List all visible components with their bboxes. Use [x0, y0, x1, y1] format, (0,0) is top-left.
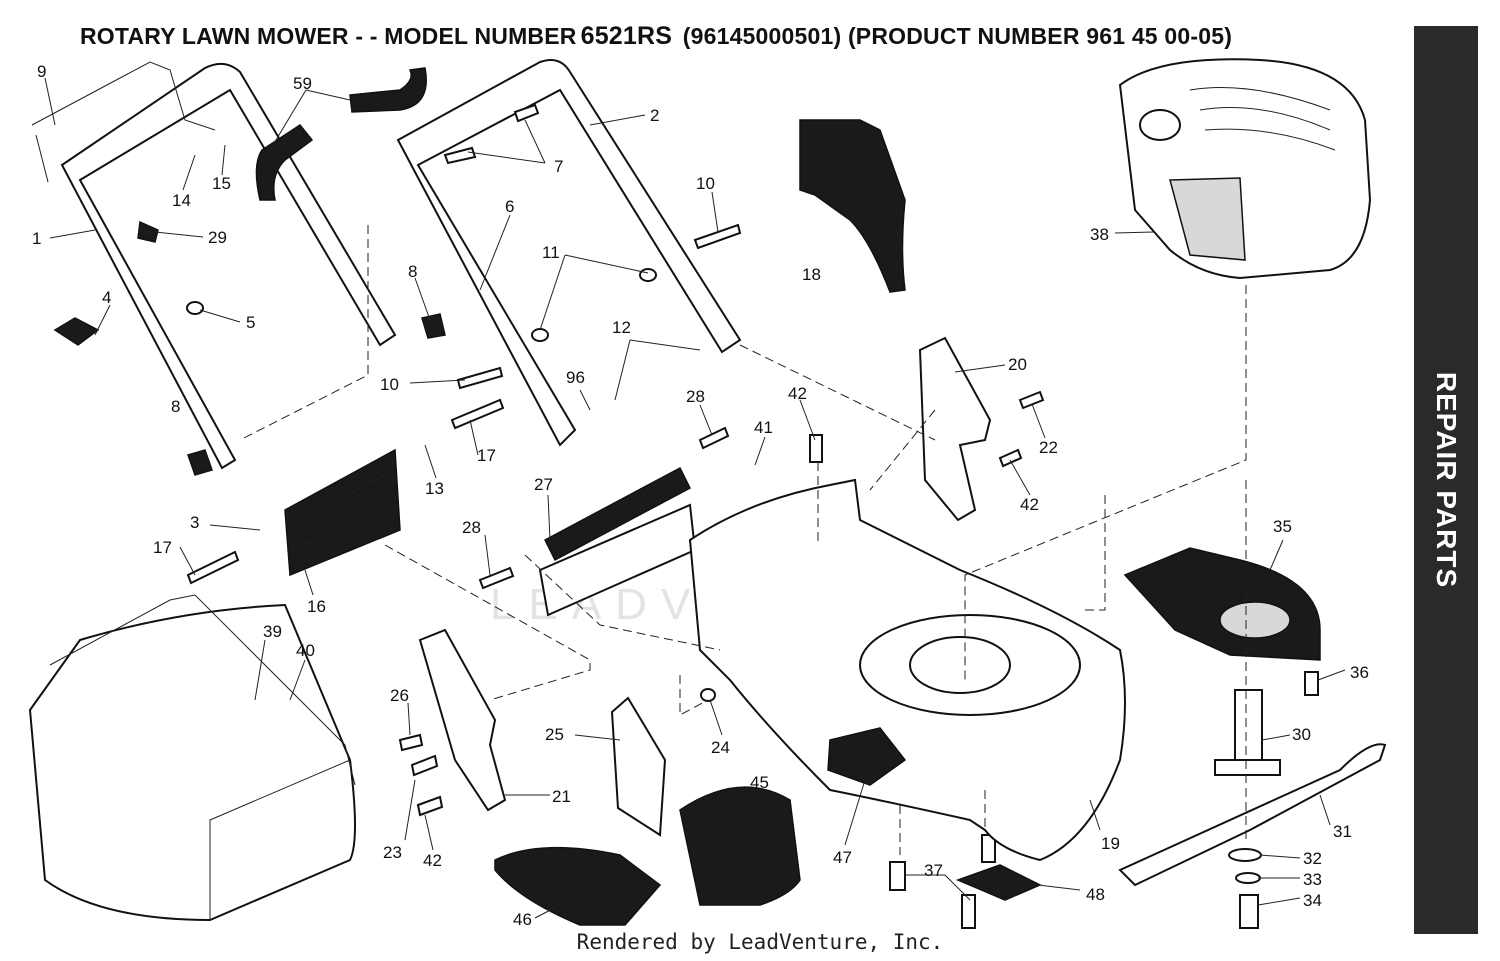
upper-handle-part-2	[396, 59, 742, 447]
label-12: 12	[612, 318, 631, 337]
label-47: 47	[833, 848, 852, 867]
label-29: 29	[208, 228, 227, 247]
label-28-lower: 28	[462, 518, 481, 537]
leader-lines	[44, 77, 1346, 919]
label-13: 13	[425, 479, 444, 498]
title-prefix: ROTARY LAWN MOWER - - MODEL NUMBER	[80, 23, 577, 49]
label-34: 34	[1303, 891, 1322, 910]
label-10-upper: 10	[696, 174, 715, 193]
label-59: 59	[293, 74, 312, 93]
label-32: 32	[1303, 849, 1322, 868]
label-40: 40	[296, 641, 315, 660]
control-bar-part-9	[31, 61, 216, 183]
model-number: 6521RS	[580, 22, 673, 50]
mower-deck-part-19	[688, 478, 1126, 862]
height-bracket-part-20	[918, 336, 992, 522]
lower-handle-part-1	[60, 62, 397, 470]
label-42-right: 42	[1020, 495, 1039, 514]
hinge-rod-part-27	[538, 466, 697, 617]
label-42-lower: 42	[423, 851, 442, 870]
rear-door-part-16	[284, 448, 401, 577]
part-labels: 9 59 2 7 14 15 1 29 6 10 18 38 11 4 5 8 …	[32, 62, 1369, 929]
label-25: 25	[545, 725, 564, 744]
label-96: 96	[566, 368, 585, 387]
blade-part-31	[1118, 743, 1387, 887]
mulch-plug-part-18	[799, 119, 906, 293]
label-36: 36	[1350, 663, 1369, 682]
parts-diagram: 9 59 2 7 14 15 1 29 6 10 18 38 11 4 5 8 …	[28, 58, 1387, 929]
label-23: 23	[383, 843, 402, 862]
label-3: 3	[190, 513, 199, 532]
label-14: 14	[172, 191, 191, 210]
adapter-part-30	[1214, 689, 1281, 776]
blade-adapter-part-35	[1123, 547, 1321, 661]
label-45: 45	[750, 773, 769, 792]
engine-part-38	[1118, 58, 1372, 280]
grass-bag-part-40	[28, 594, 356, 922]
label-28-upper: 28	[686, 387, 705, 406]
label-26: 26	[390, 686, 409, 705]
label-31: 31	[1333, 822, 1352, 841]
label-37: 37	[924, 861, 943, 880]
label-8-upper: 8	[408, 262, 417, 281]
label-16: 16	[307, 597, 326, 616]
footer-credit: Rendered by LeadVenture, Inc.	[576, 930, 944, 954]
label-24: 24	[711, 738, 730, 757]
label-20: 20	[1008, 355, 1027, 374]
label-30: 30	[1292, 725, 1311, 744]
label-1: 1	[32, 229, 41, 248]
label-7: 7	[554, 157, 563, 176]
label-33: 33	[1303, 870, 1322, 889]
height-bracket-part-21	[418, 628, 507, 812]
label-8-lower: 8	[171, 397, 180, 416]
label-46: 46	[513, 910, 532, 929]
label-6: 6	[505, 197, 514, 216]
label-21: 21	[552, 787, 571, 806]
label-2: 2	[650, 106, 659, 125]
label-42-upper: 42	[788, 384, 807, 403]
label-4: 4	[102, 288, 111, 307]
chute-part-46	[494, 846, 662, 926]
label-15: 15	[212, 174, 231, 193]
label-48: 48	[1086, 885, 1105, 904]
label-5: 5	[246, 313, 255, 332]
knobs	[53, 220, 446, 476]
label-35: 35	[1273, 517, 1292, 536]
cable-part-59	[255, 67, 427, 201]
repair-parts-text: REPAIR PARTS	[1431, 371, 1462, 589]
label-17-upper: 17	[477, 446, 496, 465]
label-10-lower: 10	[380, 375, 399, 394]
label-17-lower: 17	[153, 538, 172, 557]
label-41: 41	[754, 418, 773, 437]
label-19: 19	[1101, 834, 1120, 853]
label-18: 18	[802, 265, 821, 284]
title-suffix: (96145000501) (PRODUCT NUMBER 961 45 00-…	[682, 23, 1233, 49]
repair-parts-banner: REPAIR PARTS	[1414, 26, 1478, 934]
label-27: 27	[534, 475, 553, 494]
label-38: 38	[1090, 225, 1109, 244]
label-39: 39	[263, 622, 282, 641]
label-9: 9	[37, 62, 46, 81]
bolts	[186, 103, 1319, 929]
discharge-chute-part-25	[610, 696, 667, 837]
label-11: 11	[542, 243, 560, 262]
deflector-part-45	[679, 786, 801, 906]
assembly-lines	[239, 225, 1247, 855]
label-22: 22	[1039, 438, 1058, 457]
